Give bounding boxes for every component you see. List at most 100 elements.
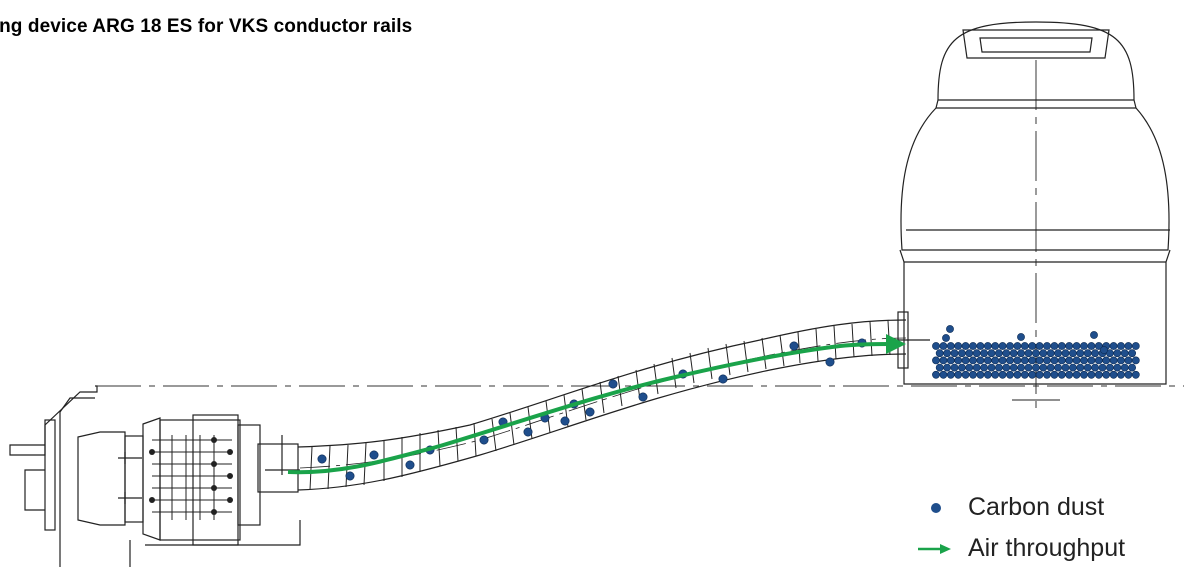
dust-pile-particle: [1024, 363, 1033, 372]
dust-pile-particle: [1091, 349, 1099, 358]
dust-pile-particle: [969, 370, 977, 379]
dust-pile-particle: [991, 370, 1000, 379]
dust-pile-particle: [1028, 342, 1037, 350]
dust-pile-particle: [983, 370, 992, 379]
collector-brush-rows: [152, 435, 232, 520]
dust-pile-particle: [1046, 363, 1055, 372]
legend-carbon-dust: Carbon dust: [918, 493, 1104, 522]
dust-pile-particle: [995, 349, 1003, 358]
dust-pile-particle: [1072, 342, 1081, 350]
dust-pile-particle: [1065, 356, 1074, 365]
dust-pile-particle: [1002, 349, 1011, 358]
dust-pile-particle: [1024, 349, 1033, 358]
legend-label-carbon-dust: Carbon dust: [968, 493, 1105, 521]
dust-pile-particle: [976, 370, 985, 379]
dust-pile-particle: [961, 356, 970, 365]
dust-pile-particle: [946, 370, 955, 379]
dust-pile-particle: [1072, 370, 1081, 379]
dust-pile-particle: [1013, 342, 1022, 350]
dust-pile-particle: [1128, 349, 1136, 358]
dust-pile-particle: [1009, 363, 1018, 372]
dust-pile-particle: [943, 363, 951, 372]
dust-pile-particle: [976, 356, 985, 365]
dust-pile-particle: [1035, 370, 1044, 379]
dust-pile-particle: [965, 363, 974, 372]
dust-pile-particle: [950, 349, 959, 358]
dust-pile-particle: [1117, 342, 1125, 350]
dust-pile-particle: [1050, 342, 1059, 350]
dust-pile-particle: [1109, 342, 1118, 350]
dust-pile-particle: [1120, 363, 1129, 372]
air-throughput-arrow-icon: [918, 543, 951, 554]
dust-pile-particle: [932, 342, 940, 350]
dust-pile-particle: [954, 370, 963, 379]
dust-pile-particle: [1032, 363, 1040, 372]
dust-pile-particle: [1094, 370, 1103, 379]
dust-pile-particle: [1039, 363, 1048, 372]
dust-pile-particle: [1050, 356, 1059, 365]
dust-pile-particle: [965, 349, 974, 358]
dust-pile-particle: [1046, 349, 1055, 358]
dust-pile-particle: [1113, 363, 1122, 372]
dust-pile-particle: [958, 363, 966, 372]
dust-pile-particle: [1020, 356, 1029, 365]
dust-pile-particle: [954, 342, 963, 350]
dust-pile-particle: [1028, 356, 1037, 365]
dust-pile-particle: [1020, 342, 1029, 350]
dust-pile-particle: [942, 334, 950, 342]
dust-pile-particle: [946, 356, 955, 365]
mounting-bracket: [9, 385, 301, 567]
dust-pile: [932, 325, 1140, 379]
dust-pile-particle: [1006, 370, 1014, 379]
suction-hose: [297, 319, 907, 491]
dust-pile-particle: [1098, 363, 1107, 372]
airflow-path: [287, 342, 891, 475]
dust-pile-particle: [950, 363, 959, 372]
dust-pile-particle: [1117, 356, 1125, 365]
dust-pile-particle: [980, 349, 988, 358]
dust-pile-particle: [1076, 363, 1085, 372]
dust-pile-particle: [1109, 356, 1118, 365]
dust-pile-particle: [976, 342, 985, 350]
hose-ribs: [309, 320, 891, 491]
dust-pile-particle: [998, 356, 1007, 365]
dust-pile-particle: [1069, 363, 1077, 372]
dust-pile-particle: [1050, 370, 1059, 379]
current-collector-housing: [77, 414, 300, 546]
dust-pile-particle: [1054, 363, 1062, 372]
dust-pile-particle: [983, 356, 992, 365]
dust-pile-particle: [939, 356, 948, 365]
dust-pile-particle: [1002, 363, 1011, 372]
dust-pile-particle: [987, 363, 996, 372]
dust-pile-particle: [1087, 342, 1096, 350]
dust-pile-particle: [961, 370, 970, 379]
dust-pile-particle: [969, 356, 977, 365]
bolts: [118, 452, 142, 504]
dust-pile-particle: [1080, 356, 1088, 365]
dust-particles: [317, 338, 867, 481]
dust-pile-particle: [1057, 356, 1066, 365]
dust-pile-particle: [958, 349, 966, 358]
dust-pile-particle: [1128, 363, 1136, 372]
dust-container: [899, 21, 1171, 385]
dust-pile-particle: [1113, 349, 1122, 358]
legend-label-air-throughput: Air throughput: [968, 534, 1126, 562]
diagram-title: ning device ARG 18 ES for VKS conductor …: [0, 16, 413, 37]
dust-pile-particle: [991, 356, 1000, 365]
dust-pile-particle: [1035, 356, 1044, 365]
dust-pile-particle: [1087, 356, 1096, 365]
dust-pile-particle: [1009, 349, 1018, 358]
dust-pile-particle: [954, 356, 963, 365]
dust-pile-particle: [1091, 363, 1099, 372]
dust-pile-particle: [987, 349, 996, 358]
legend-air-throughput: Air throughput: [918, 534, 1125, 563]
dust-pile-particle: [932, 370, 940, 379]
dust-pile-particle: [1083, 363, 1092, 372]
dust-pile-particle: [1102, 356, 1111, 365]
dust-pile-particle: [1006, 342, 1014, 350]
dust-pile-particle: [972, 363, 981, 372]
dust-pile-particle: [1100, 346, 1108, 354]
dust-pile-particle: [1117, 370, 1125, 379]
dust-pile-particle: [1094, 356, 1103, 365]
